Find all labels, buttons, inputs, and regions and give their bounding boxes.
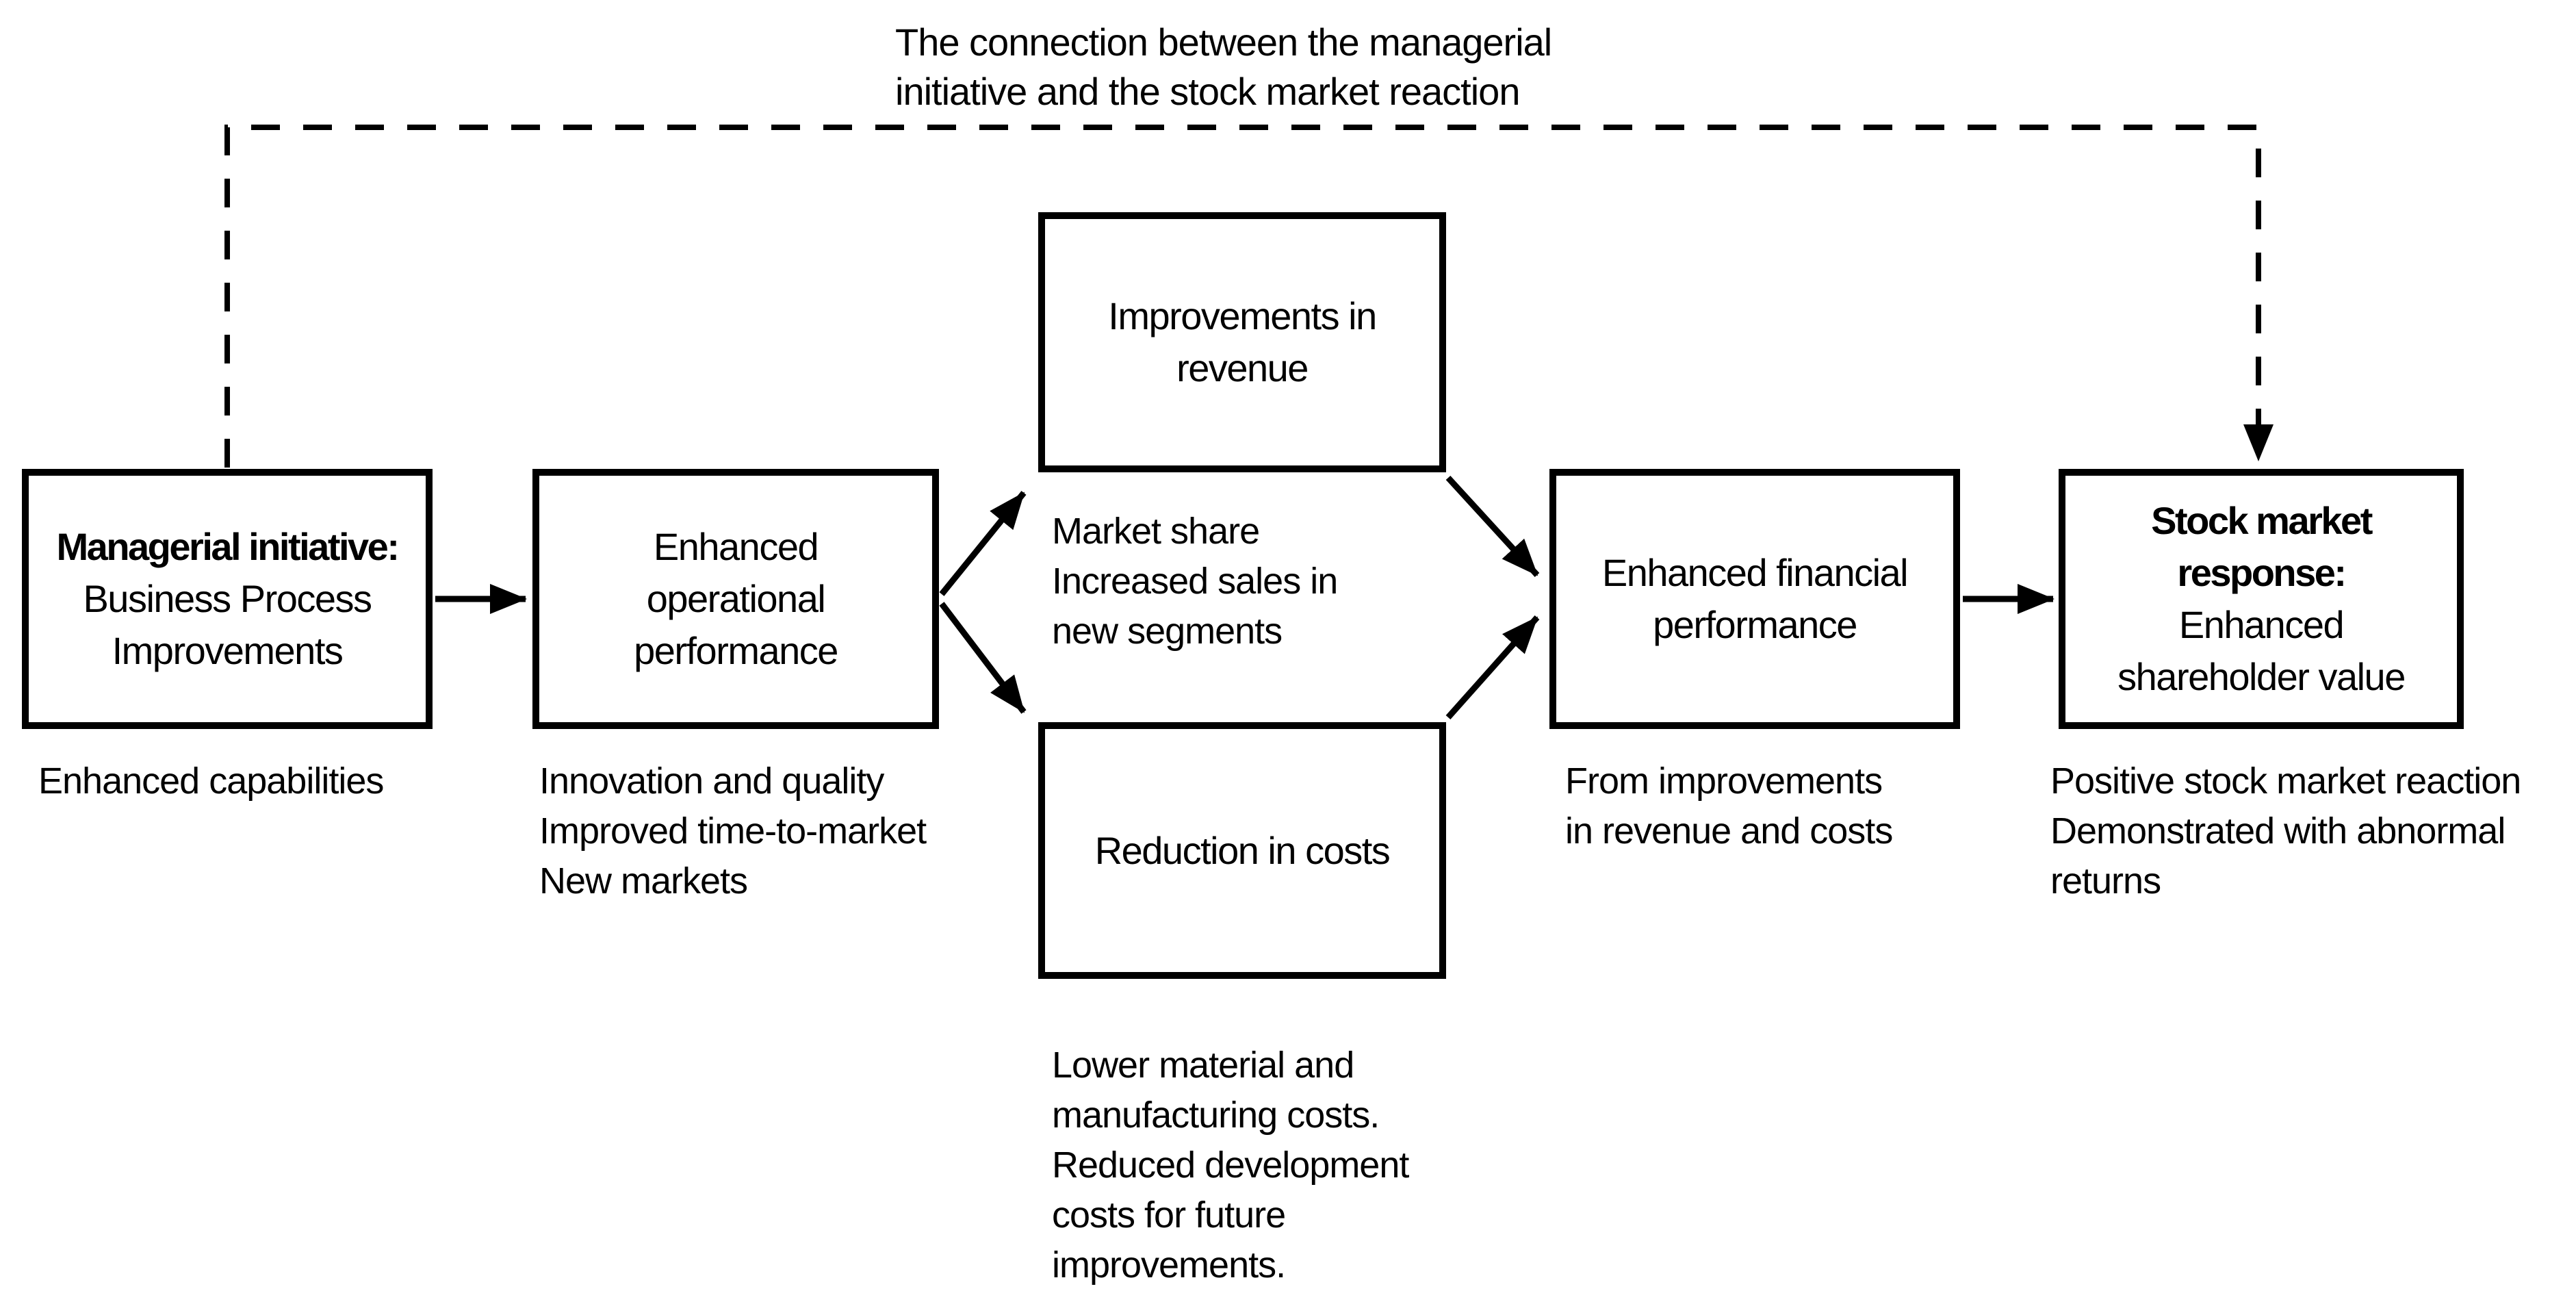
caption-improvements-in-revenue: Market share Increased sales in new segm… <box>1052 511 1338 652</box>
arrow-revenue-to-financial <box>1445 475 1540 578</box>
box-improvements-in-revenue-body: Improvements in revenue <box>1108 294 1377 389</box>
box-stock-market-response: Stock market response: Enhanced sharehol… <box>2059 469 2464 729</box>
connector-label: The connection between the managerial in… <box>895 21 1552 113</box>
box-managerial-initiative: Managerial initiative: Business Process … <box>22 469 433 729</box>
box-managerial-initiative-body: Business Process Improvements <box>83 577 372 672</box>
box-operational-performance-body: Enhanced operational performance <box>634 525 838 672</box>
dashed-feedback-arrow <box>224 125 2274 468</box>
box-stock-market-response-heading: Stock market response: <box>2151 499 2373 594</box>
arrow-operational-to-costs <box>939 602 1027 714</box>
box-reduction-in-costs-body: Reduction in costs <box>1094 828 1391 872</box>
box-reduction-in-costs: Reduction in costs <box>1038 722 1446 979</box>
caption-operational-performance: Innovation and quality Improved time-to-… <box>539 760 927 902</box>
box-enhanced-financial-performance-body: Enhanced financial performance <box>1601 551 1909 646</box>
caption-managerial-initiative: Enhanced capabilities <box>38 760 384 802</box>
caption-reduction-in-costs: Lower material and manufacturing costs. … <box>1052 1045 1409 1286</box>
box-stock-market-response-body: Enhanced shareholder value <box>2117 603 2406 698</box>
arrow-operational-to-revenue <box>939 491 1027 596</box>
box-enhanced-financial-performance: Enhanced financial performance <box>1549 469 1960 729</box>
caption-stock-market-response: Positive stock market reaction Demonstra… <box>2050 760 2521 902</box>
box-improvements-in-revenue: Improvements in revenue <box>1038 212 1446 472</box>
caption-enhanced-financial-performance: From improvements in revenue and costs <box>1565 760 1893 852</box>
box-operational-performance: Enhanced operational performance <box>532 469 939 729</box>
box-managerial-initiative-heading: Managerial initiative: <box>56 525 400 568</box>
arrow-costs-to-financial <box>1445 615 1540 719</box>
